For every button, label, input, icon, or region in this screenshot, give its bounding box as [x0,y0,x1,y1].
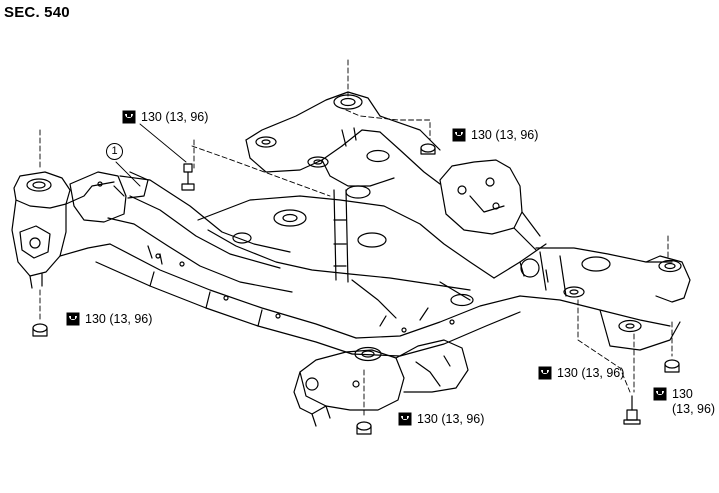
wrench-icon [66,312,80,326]
front-lower-mount [293,339,469,427]
torque-value: 130 (13, 96) [85,312,153,326]
nut-right [664,359,680,373]
center-lines [39,59,673,419]
torque-bottom-center: 130 (13, 96) [398,412,484,426]
right-rear-bracket [439,159,541,251]
left-front-rail [107,175,293,293]
front-cross-member [95,243,357,355]
torque-value: 130 (13, 96) [417,412,485,426]
center-floor-plate [197,185,547,319]
upper-rear-crossmember [245,91,441,187]
torque-value-line1: 130 [672,387,693,401]
torque-top-left: 130 (13, 96) [122,110,208,124]
nut-top-right [420,143,436,155]
bolt-top-left [181,163,195,191]
callout-1: 1 [106,143,123,160]
nut-bottom-center [356,421,372,435]
wrench-icon [398,412,412,426]
torque-value: 130 (13, 96) [471,128,539,142]
torque-value-stack: 130 (13, 96) [672,387,715,417]
lower-front-tube [351,295,521,357]
wrench-icon [122,110,136,124]
leader-lines [115,123,187,187]
section-label: SEC. 540 [4,4,70,21]
wrench-icon [653,387,667,401]
torque-value: 130 (13, 96) [141,110,209,124]
torque-right-stacked: 130 (13, 96) [653,387,715,417]
right-side-rail [519,247,691,351]
torque-value: 130 (13, 96) [557,366,625,380]
torque-left: 130 (13, 96) [66,312,152,326]
front-left-mount [11,171,115,289]
torque-value-line2: (13, 96) [672,402,716,416]
bolt-bottom-right [623,395,641,425]
wrench-icon [538,366,552,380]
nut-left [32,323,48,337]
left-stabilizer-bracket [69,171,149,223]
wrench-icon [452,128,466,142]
torque-top-right: 130 (13, 96) [452,128,538,142]
torque-bottom-right: 130 (13, 96) [538,366,624,380]
